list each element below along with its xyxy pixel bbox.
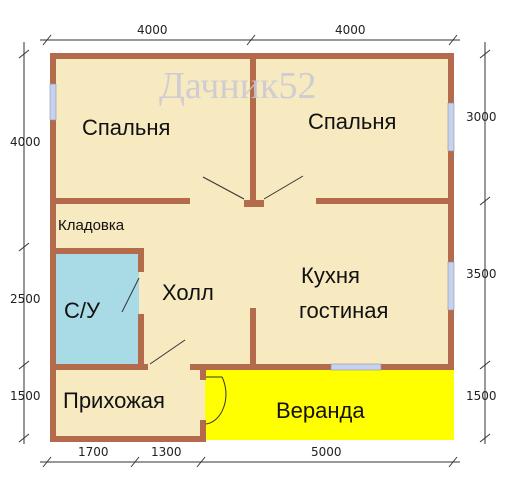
room-label-bedroom-left: Спальня bbox=[82, 115, 170, 140]
door-swings bbox=[121, 175, 304, 425]
dim-bottom-3: 5000 bbox=[311, 445, 342, 459]
room-label-veranda: Веранда bbox=[276, 398, 365, 423]
room-label-bathroom: С/У bbox=[64, 298, 101, 323]
outer-walls bbox=[50, 53, 454, 442]
dimension-lines bbox=[18, 34, 491, 468]
watermark: Дачник52 bbox=[159, 65, 317, 107]
room-label-entrance: Прихожая bbox=[63, 388, 165, 413]
interior-walls bbox=[54, 57, 450, 442]
room-label-pantry: Кладовка bbox=[58, 217, 125, 234]
bathroom-fill bbox=[56, 254, 139, 364]
dim-right-middle: 3500 bbox=[466, 267, 497, 281]
window-bottom bbox=[330, 363, 382, 371]
dim-left-lower: 1500 bbox=[10, 389, 41, 403]
dim-left-middle: 2500 bbox=[10, 292, 41, 306]
dim-top-right: 4000 bbox=[335, 23, 366, 37]
window-right-upper bbox=[447, 102, 455, 152]
dim-bottom-1: 1700 bbox=[78, 445, 109, 459]
dim-left-upper: 4000 bbox=[10, 135, 41, 149]
dim-bottom-2: 1300 bbox=[151, 445, 182, 459]
window-left bbox=[49, 83, 57, 121]
dim-right-lower: 1500 bbox=[466, 389, 497, 403]
dim-top-left: 4000 bbox=[137, 23, 168, 37]
room-label-hall: Холл bbox=[162, 280, 214, 305]
room-label-bedroom-right: Спальня bbox=[308, 109, 396, 134]
room-label-living: гостиная bbox=[299, 298, 388, 323]
dim-right-upper: 3000 bbox=[466, 110, 497, 124]
windows bbox=[49, 83, 455, 371]
room-label-kitchen: Кухня bbox=[301, 263, 360, 288]
window-right-middle bbox=[447, 261, 455, 311]
veranda-fill bbox=[205, 368, 454, 440]
